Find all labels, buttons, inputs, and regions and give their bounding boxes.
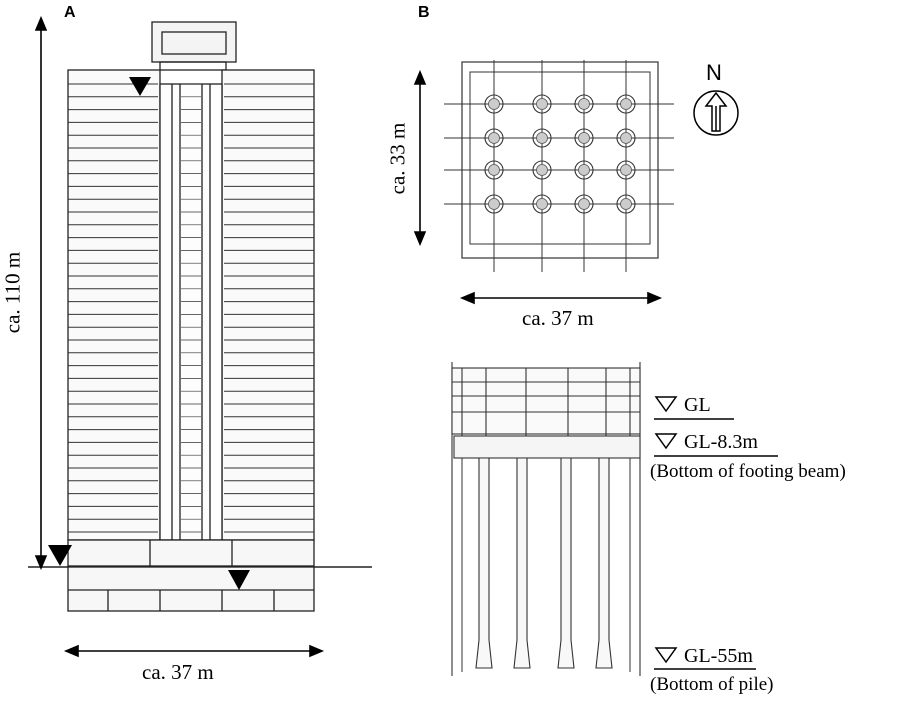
level-gl-label: GL [684,394,711,416]
level-marker-gl [654,396,734,420]
level-footing-note: (Bottom of footing beam) [650,461,846,482]
level-pile-bottom-label: GL-55m [684,645,753,667]
north-arrow-icon [693,90,739,136]
height-dimension-arrow [34,15,48,571]
plan-width-label: ca. 37 m [522,306,594,330]
level-marker-footing [654,433,778,457]
level-pile-bottom-note: (Bottom of pile) [650,674,774,695]
level-marker-pile-bottom [654,647,756,670]
pile-grid [484,94,636,214]
panel-label-a: A [64,4,76,21]
plan-height-label: ca. 33 m [385,122,410,195]
north-label: N [706,60,722,85]
plan-height-dimension-arrow [413,69,427,247]
marker-triangle-top [129,77,151,96]
plan-width-dimension-arrow [459,291,663,305]
panel-label-b: B [418,4,430,21]
level-footing-label: GL-8.3m [684,431,758,453]
width-dimension-arrow [63,644,325,658]
building-width-label: ca. 37 m [142,660,214,684]
piles [461,457,631,672]
marker-triangle-basement [228,570,250,590]
floor-lines [68,83,314,533]
building-height-label: ca. 110 m [0,251,25,334]
pile-section [451,362,641,676]
foundation-plan [444,60,674,272]
marker-triangle-ground [48,545,72,566]
building-elevation [28,21,372,612]
